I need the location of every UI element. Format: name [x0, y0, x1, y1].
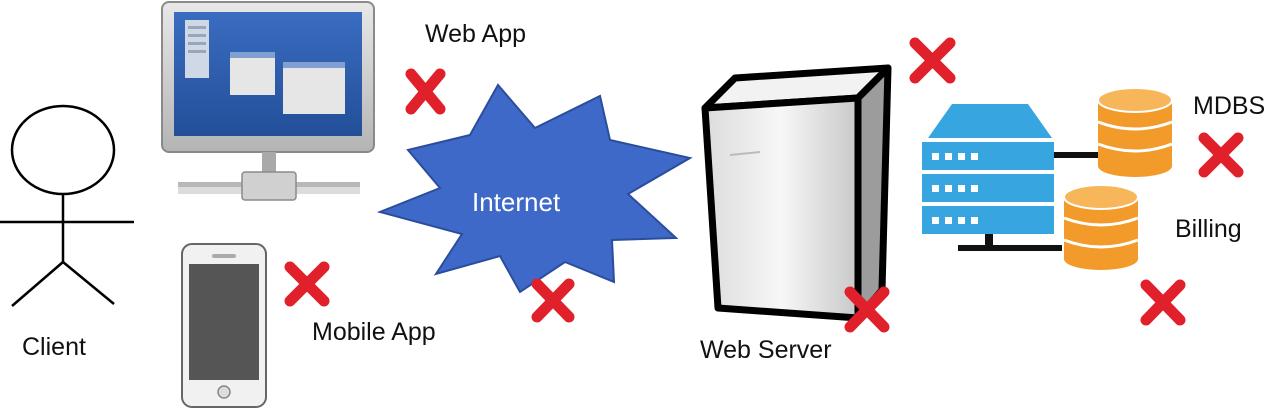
failure-x-icon-web-server-bottom — [844, 286, 890, 333]
failure-x-icon-web-app — [405, 68, 446, 115]
failure-x-icon-internet — [531, 278, 575, 323]
billing-label: Billing — [1175, 215, 1242, 243]
mdbs-label: MDBS — [1193, 92, 1266, 120]
server-rack-icon — [922, 104, 1100, 251]
client-label: Client — [22, 333, 86, 361]
database-billing-icon — [1063, 184, 1139, 270]
smartphone-icon — [181, 243, 267, 408]
failure-x-icon-web-server-top — [909, 37, 956, 84]
mobile-app-label: Mobile App — [312, 318, 436, 346]
client-stick-figure-icon — [0, 104, 134, 307]
failure-x-icon-billing — [1140, 279, 1186, 326]
desktop-monitor-icon — [161, 1, 375, 201]
internet-label: Internet — [472, 187, 561, 217]
failure-x-icon-mobile-app — [284, 261, 330, 307]
web-server-label: Web Server — [700, 336, 832, 364]
failure-x-icon-mdbs — [1198, 132, 1244, 178]
web-app-label: Web App — [425, 20, 527, 48]
server-tower-icon — [701, 64, 892, 322]
database-mdbs-icon — [1097, 87, 1173, 177]
cloud-burst-icon — [376, 83, 693, 294]
